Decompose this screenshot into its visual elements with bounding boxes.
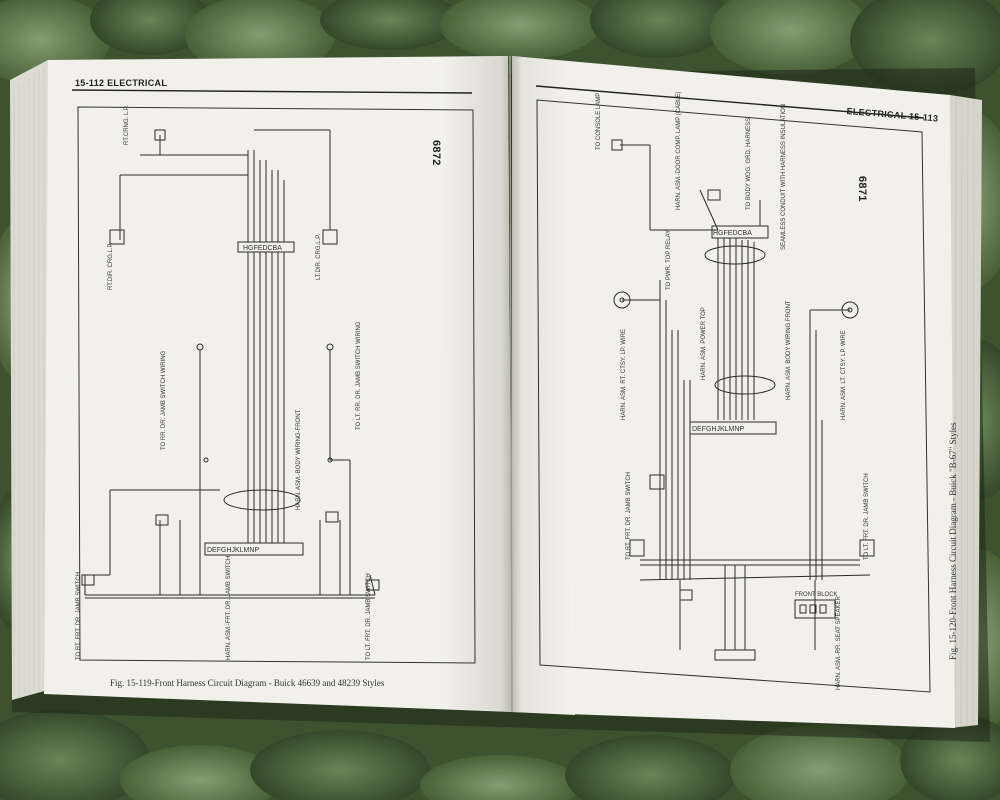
- right-figure-caption: Fig. 15-120-Front Harness Circuit Diagra…: [948, 422, 958, 660]
- svg-text:HARN. ASM.-FRT. DR. JAMB SWITC: HARN. ASM.-FRT. DR. JAMB SWITCH: [226, 556, 232, 660]
- svg-text:HGFEDCBA: HGFEDCBA: [243, 245, 282, 252]
- svg-text:TO CONSOLE LAMP: TO CONSOLE LAMP: [596, 93, 602, 150]
- left-figure-caption: Fig. 15-119-Front Harness Circuit Diagra…: [110, 678, 385, 688]
- svg-text:HARN. ASM. POWER TOP: HARN. ASM. POWER TOP: [701, 307, 707, 380]
- svg-text:TO LT. FRT. DR. JAMB SWITCH: TO LT. FRT. DR. JAMB SWITCH: [864, 473, 870, 560]
- svg-text:DEFGHJKLMNP: DEFGHJKLMNP: [692, 426, 744, 433]
- svg-text:DEFGHJKLMNP: DEFGHJKLMNP: [207, 547, 259, 554]
- svg-text:TO RT. FRT. DR. JAMB SWITCH: TO RT. FRT. DR. JAMB SWITCH: [76, 572, 82, 660]
- svg-text:TO BODY WDG. GRD. HARNESS: TO BODY WDG. GRD. HARNESS: [746, 118, 752, 210]
- left-diagram-frame: [77, 106, 476, 664]
- svg-text:TO RR. DR. JAMB SWITCH WIRING: TO RR. DR. JAMB SWITCH WIRING: [161, 350, 167, 450]
- svg-text:HARN. ASM. BODY WIRING FRONT: HARN. ASM. BODY WIRING FRONT: [786, 300, 792, 400]
- svg-text:HGFEDCBA: HGFEDCBA: [713, 230, 752, 237]
- left-wiring-diagram: [81, 129, 380, 599]
- svg-text:HARN. ASM. LT. CTSY. LP. WIRE: HARN. ASM. LT. CTSY. LP. WIRE: [841, 330, 847, 420]
- svg-text:TO RT. FRT. DR. JAMB SWITCH: TO RT. FRT. DR. JAMB SWITCH: [626, 472, 632, 560]
- svg-text:LT.DIR. CRG.L.P.: LT.DIR. CRG.L.P.: [316, 234, 322, 280]
- svg-text:TO LT. RR. DR. JAMB SWITCH WIR: TO LT. RR. DR. JAMB SWITCH WIRING: [356, 321, 362, 430]
- right-page: [512, 56, 955, 728]
- svg-text:RT.DIR. CRG.L.P.: RT.DIR. CRG.L.P.: [108, 242, 114, 290]
- left-page-header: 15-112 ELECTRICAL: [75, 78, 168, 88]
- svg-text:RT.CRNG. L.P.: RT.CRNG. L.P.: [124, 105, 130, 145]
- svg-text:HARN. ASM.-BODY WIRING-FRONT: HARN. ASM.-BODY WIRING-FRONT: [296, 409, 302, 510]
- left-diagram-number: 6872: [430, 140, 442, 166]
- svg-text:HARN. ASM.-RR. SEAT SPEAKER: HARN. ASM.-RR. SEAT SPEAKER: [836, 596, 842, 690]
- svg-text:HARN. ASM.-DOOR COMP. LAMP (CA: HARN. ASM.-DOOR COMP. LAMP (CABLE): [676, 92, 682, 210]
- svg-text:SEAMLESS CONDUIT WITH HARNESS: SEAMLESS CONDUIT WITH HARNESS INSULATION: [781, 104, 787, 250]
- right-diagram-number: 6871: [856, 176, 868, 202]
- svg-text:HARN. ASM. RT. CTSY. LP. WIRE: HARN. ASM. RT. CTSY. LP. WIRE: [621, 329, 627, 420]
- svg-text:FRONT BLOCK: FRONT BLOCK: [795, 592, 838, 598]
- svg-text:TO LT. FRT. DR. JAMB SWITCH: TO LT. FRT. DR. JAMB SWITCH: [366, 573, 372, 660]
- right-wiring-diagram: [611, 139, 875, 661]
- right-diagram-frame: [536, 99, 931, 693]
- svg-text:TO PWR. TOP RELAY: TO PWR. TOP RELAY: [666, 230, 672, 290]
